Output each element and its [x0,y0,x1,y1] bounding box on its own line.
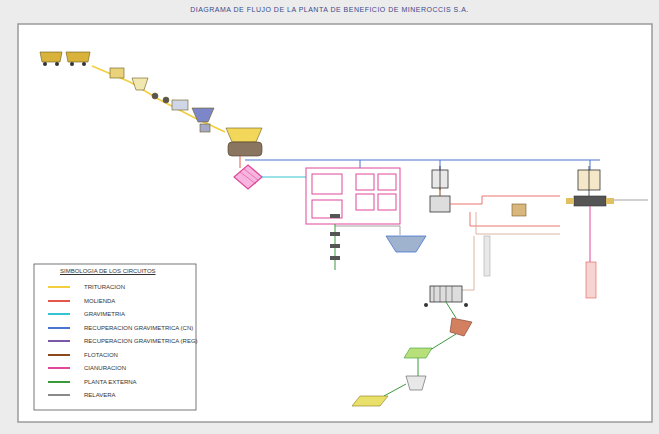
legend-text: GRAVIMETRIA [84,309,125,319]
truck-symbol [40,52,90,66]
legend-text: CIANURACION [84,363,126,373]
mill-symbol [226,128,262,168]
legend-swatch [48,394,70,396]
legend-swatch [48,286,70,288]
legend-text: FLOTACION [84,350,118,360]
legend-text: PLANTA EXTERNA [84,377,137,387]
legend-text: RECUPERACION GRAVIMETRICA (REG) [84,336,198,346]
legend-frame [34,264,196,410]
legend-text: MOLIENDA [84,296,115,306]
tailings-pond [386,236,426,252]
screen-symbol [234,165,306,189]
legend-swatch [48,340,70,342]
gravimetry-block [306,168,400,224]
legend-text: RELAVERA [84,390,116,400]
legend-swatch [48,381,70,383]
legend-swatch [48,367,70,369]
legend-text: RECUPERACION GRAVIMETRICA (CN) [84,323,193,333]
legend-swatch [48,327,70,329]
crushing-circuit [92,66,225,132]
legend-text: TRITURACION [84,282,125,292]
downstream-circuit [352,286,472,406]
flotation-circuit [430,166,560,290]
legend-swatch [48,300,70,302]
legend-heading: SIMBOLOGIA DE LOS CIRCUITOS [60,268,156,274]
cyanidation-circuit [566,166,648,298]
diagram-title: DIAGRAMA DE FLUJO DE LA PLANTA DE BENEFI… [0,6,659,13]
legend-swatch [48,313,70,315]
legend-swatch [48,354,70,356]
